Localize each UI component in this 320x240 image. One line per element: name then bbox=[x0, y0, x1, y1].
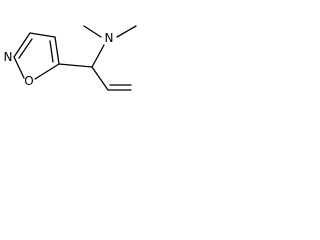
bond-ring-to-ch bbox=[58, 63, 93, 68]
bond-c4-c5-inner bbox=[49, 40, 54, 63]
bond-ch-to-vinyl bbox=[91, 66, 109, 91]
chemical-structure-diagram: N O N bbox=[4, 25, 137, 91]
bond-ch-to-n bbox=[91, 44, 105, 68]
atom-label-ring-oxygen: O bbox=[24, 74, 33, 88]
bond-n-methyl-left bbox=[83, 25, 102, 38]
atom-label-ring-nitrogen: N bbox=[4, 50, 13, 64]
bond-n2-c3-inner bbox=[18, 38, 33, 59]
bond-o1-n2 bbox=[13, 56, 25, 79]
bond-c3-c4 bbox=[29, 32, 56, 38]
isoxazole-ring bbox=[13, 32, 60, 80]
atom-label-amine-nitrogen: N bbox=[105, 31, 114, 45]
bond-c4-c5 bbox=[54, 36, 60, 65]
bond-c5-o1 bbox=[34, 63, 60, 80]
vinyl-group bbox=[91, 66, 132, 91]
ring-oxygen-label: O bbox=[24, 74, 33, 88]
bond-n2-c3 bbox=[13, 32, 31, 58]
bond-n-methyl-right bbox=[116, 25, 137, 38]
dimethylamino-group bbox=[83, 25, 137, 68]
ring-nitrogen-label: N bbox=[4, 50, 13, 64]
amine-nitrogen-label: N bbox=[105, 31, 114, 45]
